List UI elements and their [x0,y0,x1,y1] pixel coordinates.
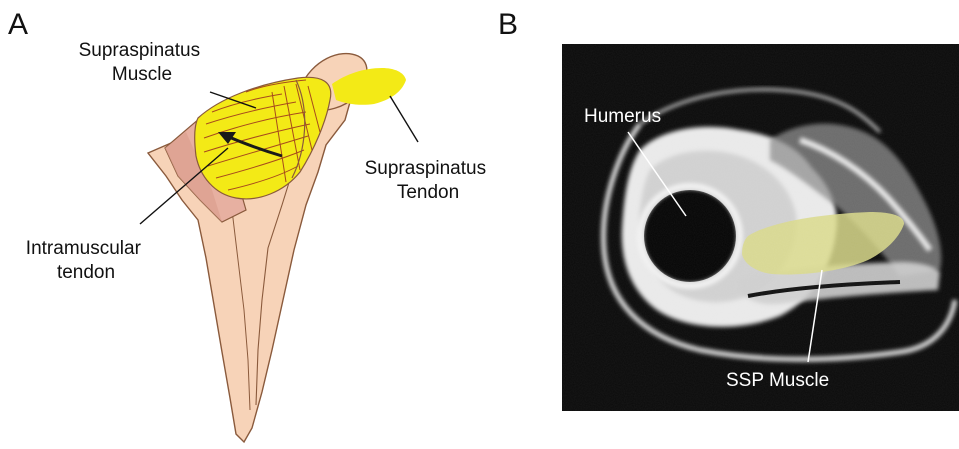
mri-anatomy [562,44,959,411]
panel-a: A [8,8,491,442]
label-ssp-muscle: SSP Muscle [726,370,829,391]
leader-supraspinatus-tendon [390,96,418,142]
panel-b-letter: B [498,8,518,41]
mri-noise [562,44,959,411]
panel-a-letter: A [8,8,28,41]
label-supraspinatus-muscle: Supraspinatus Muscle [79,40,206,85]
label-humerus: Humerus [584,106,661,127]
panel-b: B [498,8,959,411]
label-supraspinatus-tendon: Supraspinatus Tendon [365,158,492,203]
label-intramuscular-tendon: Intramuscular tendon [26,238,146,283]
